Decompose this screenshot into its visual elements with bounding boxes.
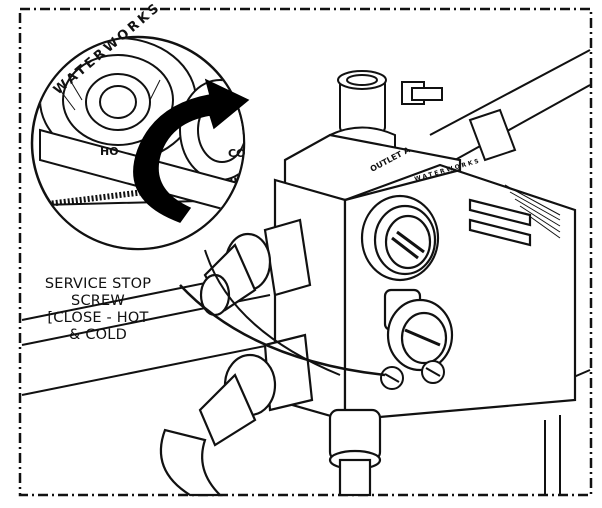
service-stop-callout: SERVICE STOP SCREW [CLOSE - HOT & COLD <box>18 276 178 344</box>
callout-line-4: & COLD <box>69 327 127 343</box>
callout-line-3: [CLOSE - HOT <box>47 310 149 326</box>
service-stop-screws <box>380 360 445 390</box>
ring-cold-label: CO <box>228 147 245 160</box>
left-inlets <box>159 218 314 497</box>
lower-cartridge <box>383 288 454 372</box>
magnified-detail: WATERWORKS HO CO <box>30 0 245 251</box>
ring-hot-label: HO <box>100 145 119 158</box>
rotate-arrow-icon <box>133 78 250 223</box>
leader-line <box>179 284 386 377</box>
top-fittings <box>401 81 517 162</box>
callout-line-2: SCREW <box>71 293 125 309</box>
callout-line-1: SERVICE STOP <box>44 276 152 292</box>
wall-pipes <box>21 49 591 495</box>
leader-line-back <box>204 249 341 376</box>
lower-outlet <box>328 408 382 497</box>
upper-cartridge <box>360 194 440 282</box>
frame-border <box>18 7 593 497</box>
